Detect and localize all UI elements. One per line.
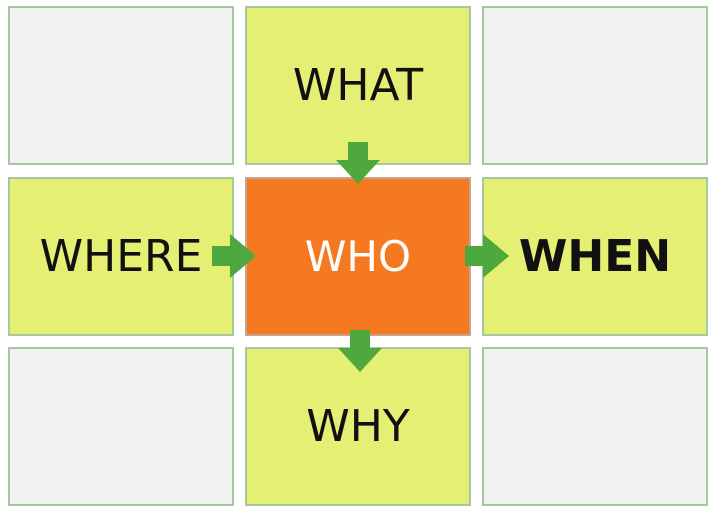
arrow-right-icon bbox=[465, 234, 509, 278]
empty-cell-bottom-right bbox=[482, 347, 708, 506]
arrow-who-to-when bbox=[465, 234, 509, 278]
arrow-where-to-who bbox=[212, 234, 256, 278]
node-who: WHO bbox=[245, 177, 471, 336]
node-label-who: WHO bbox=[304, 232, 412, 281]
arrow-what-to-who bbox=[336, 142, 380, 184]
node-label-when: WHEN bbox=[518, 231, 672, 282]
arrow-down-icon bbox=[336, 142, 380, 184]
node-when: WHEN bbox=[482, 177, 708, 336]
node-label-what: WHAT bbox=[292, 60, 424, 111]
empty-cell-top-right bbox=[482, 6, 708, 165]
node-what: WHAT bbox=[245, 6, 471, 165]
arrow-down-icon bbox=[338, 330, 382, 372]
node-why: WHY bbox=[245, 347, 471, 506]
node-label-why: WHY bbox=[306, 401, 410, 452]
node-label-where: WHERE bbox=[39, 231, 203, 282]
node-where: WHERE bbox=[8, 177, 234, 336]
empty-cell-top-left bbox=[8, 6, 234, 165]
arrow-who-to-why bbox=[338, 330, 382, 372]
empty-cell-bottom-left bbox=[8, 347, 234, 506]
arrow-right-icon bbox=[212, 234, 256, 278]
